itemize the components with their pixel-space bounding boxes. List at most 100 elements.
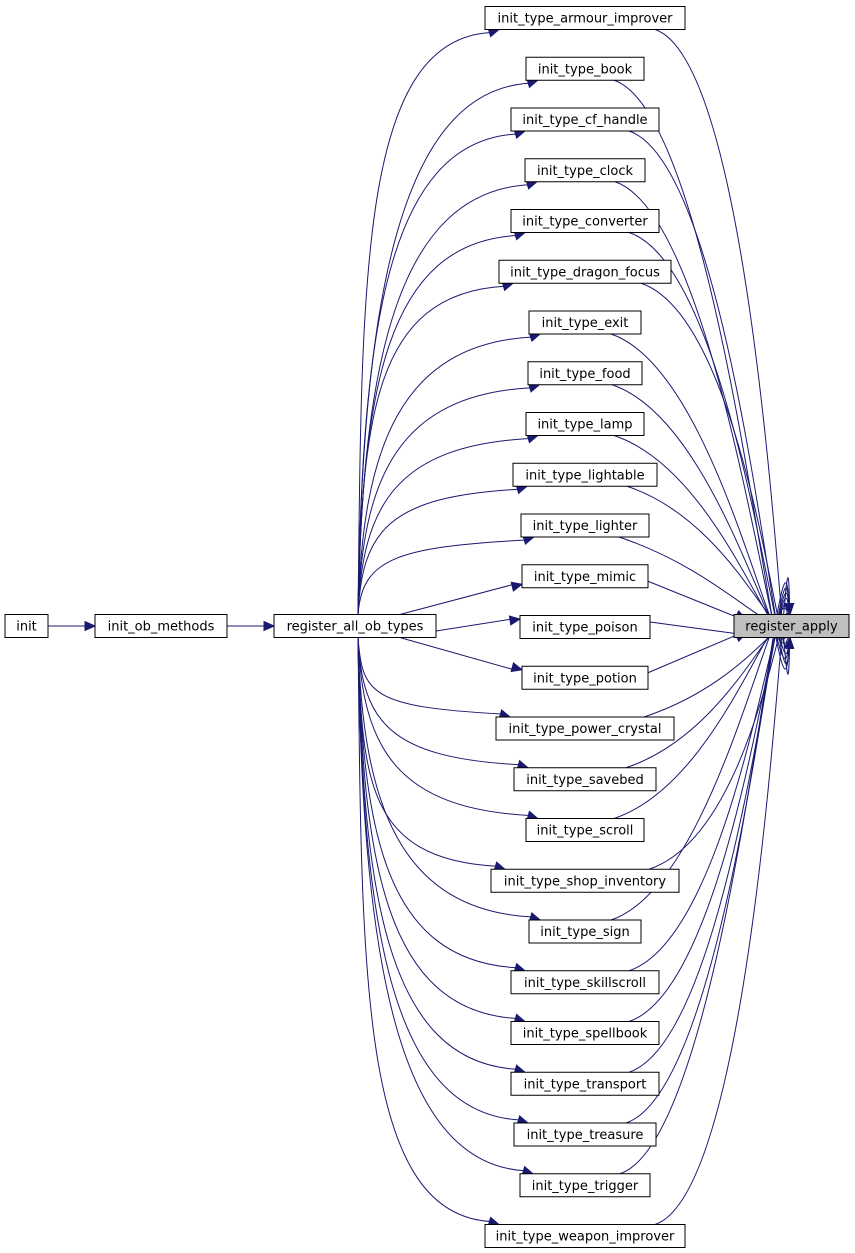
node-init-type-book-box [525,56,645,81]
edge-init_type_weapon_improver-to-register-apply [654,577,795,1225]
node-register-all-ob-types[interactable]: register_all_ob_types [273,614,437,638]
edge-init_type_converter-to-register-apply [628,232,795,655]
edge-init_type_converter-to-register-apply-line [628,232,791,655]
edge-init_ob_methods-to-register_all_ob_types-arrowhead [263,620,276,632]
node-init-type-lamp-box [525,412,645,436]
edge-all-types-to-init_type_mimic-line [397,583,515,616]
node-init-type-lightable[interactable]: init_type_lightable [512,462,658,487]
node-init-type-savebed-label: init_type_savebed [526,773,644,788]
node-init-type-spellbook-label: init_type_spellbook [523,1027,648,1042]
node-init-type-spellbook-box [510,1021,660,1045]
edge-all-types-to-init_type_skillscroll-line [357,636,518,969]
edge-all-types-to-init_type_power_crystal-line [357,636,503,715]
edge-init_type_book-to-register-apply-line [613,79,791,670]
node-init-type-scroll-label: init_type_scroll [537,824,634,839]
edge-all-types-to-init_type_power_crystal [357,636,512,720]
node-init-type-skillscroll[interactable]: init_type_skillscroll [510,970,660,995]
edge-all-types-to-init_type_cf_handle [357,128,527,616]
edge-all-types-to-init_type_mimic-arrowhead [510,581,524,592]
graph-nodes: init init_ob_methods register_all_ob_types… [4,6,850,1248]
node-init-type-cf-handle-label: init_type_cf_handle [522,113,647,128]
node-init-type-treasure-box [513,1122,657,1147]
node-init-type-lighter[interactable]: init_type_lighter [520,513,650,538]
node-init-type-exit-label: init_type_exit [542,316,629,331]
edge-all-types-to-init_type_mimic [397,581,524,616]
edge-init_type_lightable-to-register-apply [626,485,795,630]
node-init-type-clock-box [524,158,646,183]
node-init-type-converter[interactable]: init_type_converter [510,209,660,233]
edge-init_type_potion-to-register-apply-line [647,633,740,674]
node-init-type-weapon-improver[interactable]: init_type_weapon_improver [484,1224,686,1248]
node-init-type-weapon-improver-label: init_type_weapon_improver [496,1230,675,1245]
node-init-type-treasure-label: init_type_treasure [527,1128,644,1143]
node-init-type-lamp[interactable]: init_type_lamp [525,412,645,436]
node-init-type-poison[interactable]: init_type_poison [519,615,651,639]
node-init-type-dragon-focus[interactable]: init_type_dragon_focus [498,259,672,284]
edge-init_type_mimic-to-register-apply [647,580,748,620]
node-init-type-trigger[interactable]: init_type_trigger [519,1173,651,1198]
edge-all-types-to-init_type_lighter-line [357,539,526,616]
node-init-type-food[interactable]: init_type_food [527,361,643,386]
edge-init_ob_methods-to-register_all_ob_types [227,620,276,632]
node-init-type-treasure[interactable]: init_type_treasure [513,1122,657,1147]
node-init-type-lighter-box [520,513,650,538]
node-init-type-converter-label: init_type_converter [522,215,648,230]
node-init-type-mimic-label: init_type_mimic [534,570,636,585]
node-init-type-power-crystal-box [495,716,675,741]
node-init-type-book[interactable]: init_type_book [525,56,645,81]
node-init-type-shop-inventory-box [490,868,680,893]
node-init-type-exit[interactable]: init_type_exit [528,310,642,335]
edge-init_type_poison-to-register-apply-line [649,621,740,635]
node-init-type-potion-label: init_type_potion [533,671,637,686]
node-init-ob-methods-box [94,614,228,638]
node-init[interactable]: init [4,614,49,638]
node-init-type-armour-improver-label: init_type_armour_improver [498,12,674,27]
node-init-type-potion-box [521,665,649,690]
node-init-type-shop-inventory[interactable]: init_type_shop_inventory [490,868,680,893]
node-init-type-food-box [527,361,643,386]
node-init-type-lightable-label: init_type_lightable [525,468,644,483]
node-init-type-savebed[interactable]: init_type_savebed [513,767,657,792]
node-init-type-armour-improver[interactable]: init_type_armour_improver [484,6,686,30]
edge-init_type_potion-to-register-apply [647,632,748,674]
edge-all-types-to-init_type_shop_inventory-line [357,636,498,867]
node-init-type-power-crystal[interactable]: init_type_power_crystal [495,716,675,741]
node-init-type-armour-improver-box [484,6,686,30]
node-init-type-transport[interactable]: init_type_transport [510,1071,660,1096]
node-init-label: init [16,620,37,635]
edge-all-types-to-init_type_clock-line [357,184,530,616]
edge-all-types-to-init_type_shop_inventory [357,636,507,872]
edge-all-types-to-init_type_lamp [357,433,539,616]
node-init-type-lamp-label: init_type_lamp [537,418,632,433]
node-init-type-scroll[interactable]: init_type_scroll [525,818,645,842]
node-init-type-mimic[interactable]: init_type_mimic [521,564,649,589]
node-init-type-skillscroll-label: init_type_skillscroll [524,976,646,991]
edge-all-types-to-init_type_dragon_focus [357,281,515,616]
node-init-type-potion[interactable]: init_type_potion [521,665,649,690]
edge-all-types-to-init_type_exit-line [357,336,533,616]
node-init-ob-methods-label: init_ob_methods [108,620,215,635]
node-init-type-food-label: init_type_food [539,367,630,382]
edge-all-types-to-init_type_scroll-line [357,636,530,816]
node-init-type-clock-label: init_type_clock [537,164,633,179]
edge-all-types-to-init_type_trigger-line [357,636,526,1172]
edge-init_type_poison-to-register-apply [649,621,748,638]
node-init-type-trigger-box [519,1173,651,1198]
node-init-box [4,614,49,638]
node-init-type-clock[interactable]: init_type_clock [524,158,646,183]
node-init-type-sign[interactable]: init_type_sign [528,919,642,944]
edge-init_type_transport-to-register-apply-line [628,592,791,1073]
node-init-type-converter-box [510,209,660,233]
edge-all-types-to-init_type_dragon_focus-line [357,285,506,616]
edge-init_type_shop_inventory-to-register-apply-line [648,612,791,870]
edge-all-types-to-init_type_skillscroll [357,636,527,973]
node-init-type-cf-handle[interactable]: init_type_cf_handle [510,107,660,132]
node-init-type-lighter-label: init_type_lighter [533,519,638,534]
node-register-apply[interactable]: register_apply [733,614,850,638]
edge-all-types-to-init_type_transport-line [357,636,518,1070]
node-init-type-transport-box [510,1071,660,1096]
node-init-type-spellbook[interactable]: init_type_spellbook [510,1021,660,1045]
node-init-type-dragon-focus-box [498,259,672,284]
node-init-ob-methods[interactable]: init_ob_methods [94,614,228,638]
